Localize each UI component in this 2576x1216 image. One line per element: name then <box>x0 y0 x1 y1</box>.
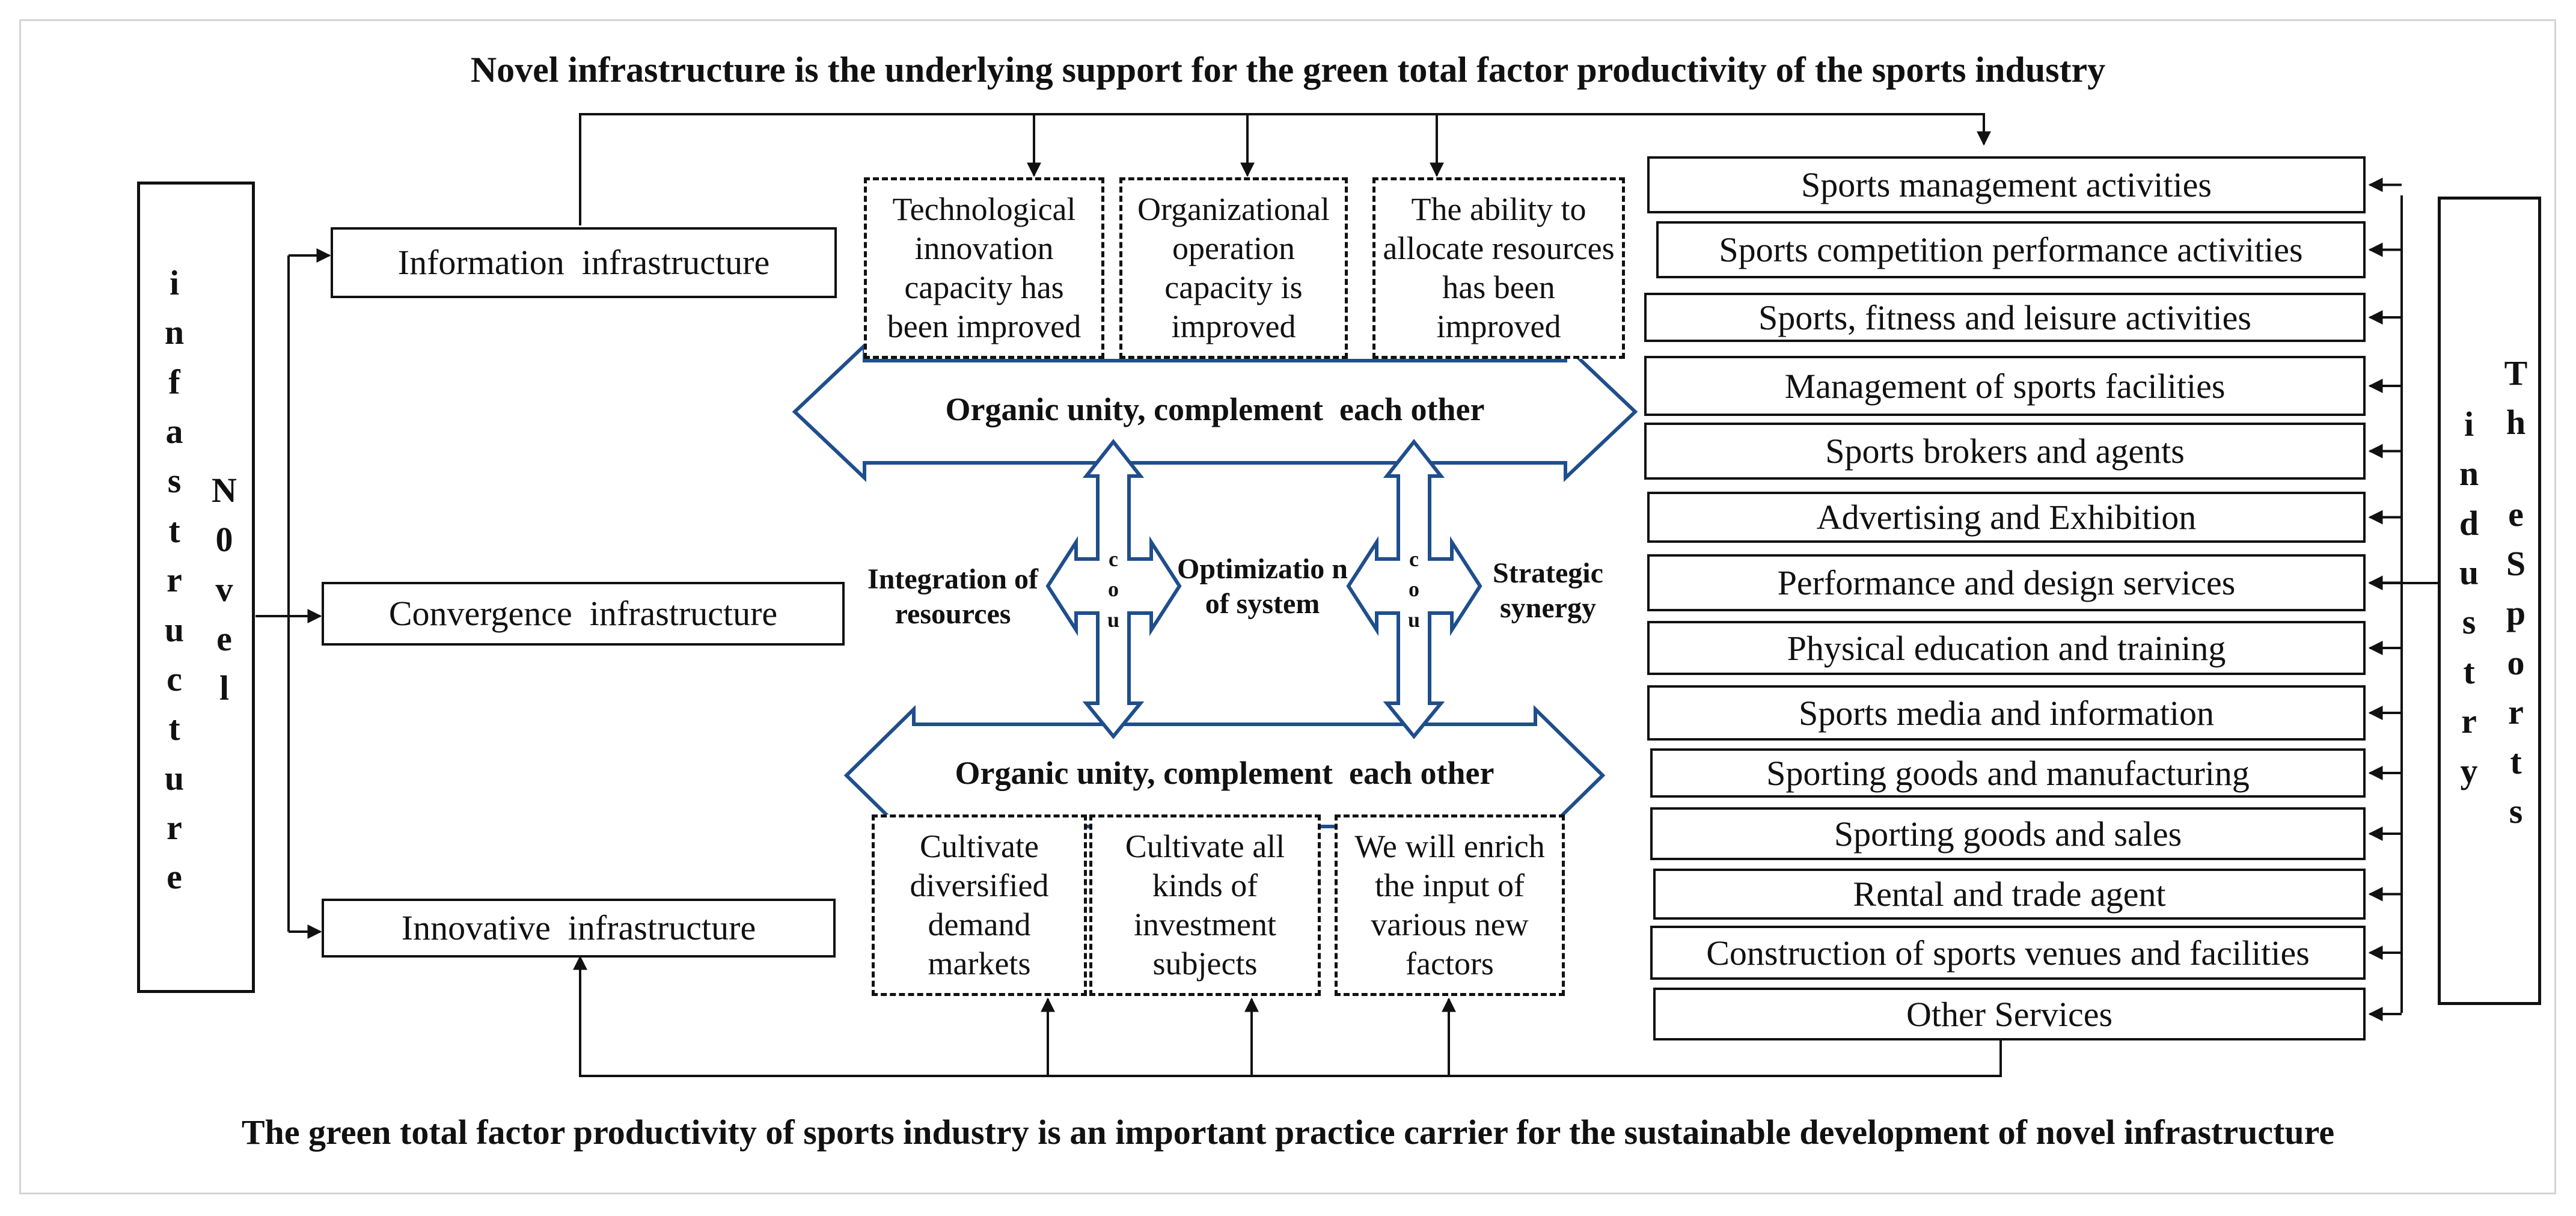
sport-activity: Sporting goods and manufacturing <box>1650 748 2366 798</box>
strategic-synergy-label: Strategic synergy <box>1493 557 1603 624</box>
top-title: Novel infrastructure is the underlying s… <box>470 50 2106 90</box>
letter: n <box>164 313 185 352</box>
sport-activity: Construction of sports venues and facili… <box>1650 926 2366 980</box>
letter: h <box>2506 403 2526 442</box>
letter: u <box>2459 553 2479 593</box>
box-label: We will enrich the input of various new … <box>1354 828 1545 982</box>
letter: i <box>169 263 180 302</box>
capacity-box-organizational: Organizational operation capacity is imp… <box>1119 177 1348 359</box>
sport-activity: Sports competition performance activitie… <box>1656 221 2366 278</box>
letter: e <box>167 857 182 897</box>
novel-vertical-text: N 0 v e l <box>209 466 239 713</box>
letter: l <box>219 668 230 708</box>
letter: r <box>167 560 182 600</box>
infrastructure-vertical-text: i n f a s t r u c t u r e <box>159 258 189 902</box>
box-label: The ability to allocate resources has be… <box>1383 191 1615 344</box>
sport-activity: Other Services <box>1653 988 2366 1040</box>
bottom-feedback-line <box>573 955 2002 1077</box>
letter: u <box>164 610 185 649</box>
letter: o <box>1108 577 1119 602</box>
bottom-arrow-label: Organic unity, complement each other <box>955 755 1495 791</box>
bottom-title: The green total factor productivity of s… <box>241 1113 2335 1152</box>
letter: u <box>164 758 185 798</box>
integration-label: Integration of resources <box>867 563 1038 630</box>
letter: v <box>215 569 233 609</box>
letter: n <box>2459 454 2479 493</box>
sport-activity: Physical education and training <box>1647 621 2366 675</box>
letter: r <box>2508 692 2524 732</box>
letter: 0 <box>215 520 233 560</box>
capacity-box-allocation: The ability to allocate resources has be… <box>1372 177 1625 359</box>
capacity-box-technological: Technological innovation capacity has be… <box>864 177 1104 359</box>
letter: p <box>2506 593 2526 633</box>
box-label: Cultivate diversified demand markets <box>910 828 1049 982</box>
innovative-infrastructure-box: Innovative infrastructure <box>322 899 836 958</box>
couple-letters-left: c o u <box>1101 544 1125 635</box>
top-arrow-label: Organic unity, complement each other <box>945 391 1485 427</box>
action-box-demand: Cultivate diversified demand markets <box>872 814 1087 996</box>
letter: s <box>2462 602 2476 642</box>
letter: t <box>2463 652 2475 691</box>
letter: c <box>1409 547 1419 571</box>
letter: N <box>212 471 237 510</box>
letter: f <box>168 362 180 402</box>
letter: t <box>2510 742 2522 781</box>
novel-infrastructure-box <box>137 182 255 993</box>
sport-activity: Sports management activities <box>1647 156 2366 213</box>
letter: S <box>2506 544 2526 584</box>
left-coupling-arrow <box>1045 439 1182 739</box>
action-box-investment: Cultivate all kinds of investment subjec… <box>1089 814 1321 996</box>
letter: a <box>165 412 183 451</box>
industry-vertical-text: i n d u s t r y <box>2454 400 2484 796</box>
sport-activity: Advertising and Exhibition <box>1647 492 2366 543</box>
letter: u <box>1407 607 1421 632</box>
couple-letters-right: c o u <box>1402 544 1426 635</box>
letter: c <box>1109 547 1118 571</box>
sport-activity: Rental and trade agent <box>1653 869 2366 920</box>
sports-industry-box <box>2438 197 2541 1005</box>
letter: c <box>167 659 182 698</box>
letter: y <box>2460 751 2478 790</box>
right-coupling-arrow <box>1346 439 1482 739</box>
sport-activity: Sports media and information <box>1647 685 2366 741</box>
top-feedback-line <box>579 113 1991 225</box>
letter: u <box>1107 607 1120 632</box>
the-sports-vertical-text: T h e S p o r t s <box>2501 349 2531 836</box>
box-label: Innovative infrastructure <box>401 908 756 947</box>
optimization-label: Optimizatio n of system <box>1177 553 1348 620</box>
sport-activity: Sports brokers and agents <box>1644 423 2366 480</box>
letter: i <box>2464 405 2474 444</box>
letter: s <box>2509 791 2523 831</box>
sport-activity: Performance and design services <box>1647 554 2366 611</box>
box-label: Cultivate all kinds of investment subjec… <box>1125 828 1285 982</box>
letter: r <box>167 807 182 847</box>
sport-activity: Management of sports facilities <box>1644 356 2366 416</box>
box-label: Organizational operation capacity is imp… <box>1137 191 1330 344</box>
letter: o <box>1409 577 1419 602</box>
sport-activity: Sports, fitness and leisure activities <box>1644 293 2366 342</box>
box-label: Technological innovation capacity has be… <box>887 191 1081 344</box>
sport-activity: Sporting goods and sales <box>1650 807 2366 860</box>
letter: e <box>2508 494 2524 534</box>
letter: s <box>167 461 182 501</box>
letter: r <box>2461 701 2477 741</box>
action-box-factors: We will enrich the input of various new … <box>1335 814 1565 996</box>
information-infrastructure-box: Information infrastructure <box>331 227 837 298</box>
outer-frame <box>19 19 2556 1194</box>
letter: T <box>2504 353 2528 393</box>
convergence-infrastructure-box: Convergence infrastructure <box>322 582 845 646</box>
box-label: Convergence infrastructure <box>388 593 778 633</box>
letter: e <box>216 619 232 659</box>
letter: t <box>168 709 180 748</box>
letter: t <box>168 510 180 550</box>
letter: d <box>2459 503 2479 543</box>
box-label: Information infrastructure <box>397 242 770 282</box>
letter: o <box>2507 643 2525 682</box>
